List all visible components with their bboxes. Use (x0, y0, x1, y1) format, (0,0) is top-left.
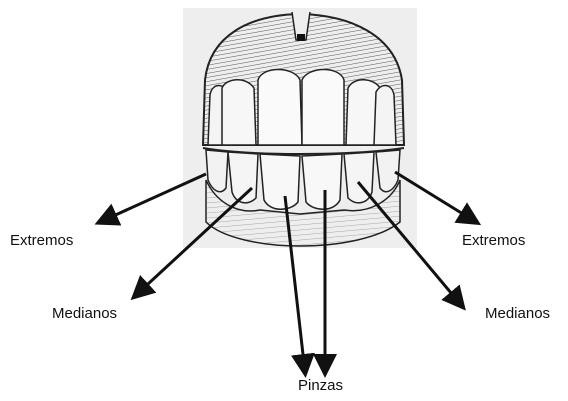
label-medianos-right: Medianos (485, 305, 550, 322)
lower-tooth (302, 154, 342, 209)
upper-tooth (302, 70, 344, 146)
upper-tooth (374, 86, 396, 145)
label-extremos-right: Extremos (462, 232, 525, 249)
label-extremos-left: Extremos (10, 232, 73, 249)
upper-teeth (208, 70, 396, 146)
label-medianos-left: Medianos (52, 305, 117, 322)
upper-tooth (258, 70, 302, 146)
palate-mark (297, 34, 305, 41)
upper-tooth (222, 80, 256, 145)
lower-tooth (260, 154, 300, 209)
label-pinzas: Pinzas (298, 377, 343, 394)
